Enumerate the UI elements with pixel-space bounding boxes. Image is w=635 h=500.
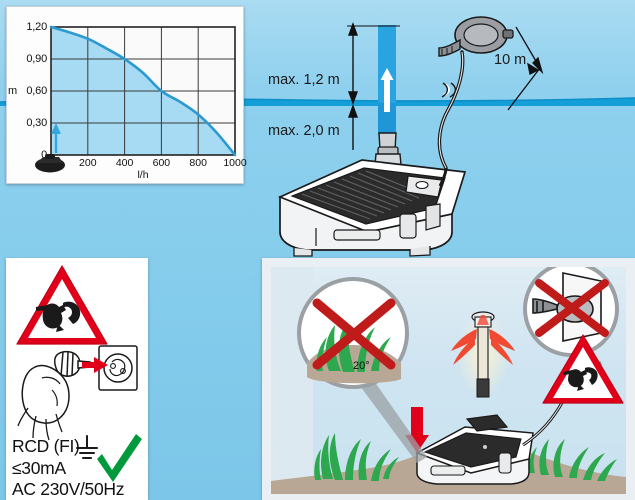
hand-plug-pictogram <box>563 367 598 391</box>
y-tick-0: 0 <box>41 149 47 161</box>
label-tilt-angle: 20° <box>353 360 370 372</box>
y-tick-1-20: 1,20 <box>26 21 47 33</box>
label-max-depth-below-water: max. 2,0 m <box>268 123 340 139</box>
safety-line-current: ≤30mA <box>12 458 66 478</box>
safety-line-voltage: AC 230V/50Hz <box>12 479 125 499</box>
safety-line-rcd: RCD (FI) <box>12 436 80 456</box>
dimension-above-water <box>347 21 400 106</box>
warning-triangle-icon <box>542 334 624 404</box>
pump-grille <box>301 170 427 220</box>
x-tick-600: 600 <box>152 157 171 169</box>
pond-plants-left <box>314 433 399 481</box>
pond-scene-graphics <box>271 267 626 494</box>
power-cable <box>437 50 465 170</box>
fountain-spray <box>451 315 515 365</box>
safety-panel-graphics <box>16 265 142 482</box>
pond-pump-device <box>415 414 534 485</box>
chart-origin-arrow <box>51 123 61 153</box>
no-plug-in-socket-icon <box>523 267 619 357</box>
label-cable-length: 10 m <box>494 52 527 68</box>
jet-direction-arrow <box>380 68 394 112</box>
x-tick-800: 800 <box>189 157 207 169</box>
chart-y-unit: m <box>8 85 18 97</box>
red-cross-mark <box>312 298 396 370</box>
y-tick-0-90: 0,90 <box>26 53 47 65</box>
label-max-height-above-water: max. 1,2 m <box>268 72 340 88</box>
magnifier-pointer <box>349 365 427 463</box>
hand-plug-pictogram <box>36 301 81 332</box>
x-tick-400: 400 <box>115 157 134 169</box>
chart-y-axis-labels: 1,20 0,90 0,60 0,30 0 <box>7 7 47 183</box>
earth-ground-icon <box>76 435 98 459</box>
red-cross-mark <box>535 279 609 337</box>
no-plants-icon <box>297 277 409 389</box>
pond-plants-right <box>528 439 617 481</box>
dimension-below-water <box>348 103 358 150</box>
x-tick-200: 200 <box>79 157 97 169</box>
main-pump-scene <box>277 16 544 257</box>
power-plug-icon <box>438 16 514 57</box>
cable-length-dimension <box>507 26 544 111</box>
pump-device <box>277 132 467 257</box>
chart-x-unit: l/h <box>137 169 149 181</box>
electrical-safety-panel: RCD (FI) ≤30mA AC 230V/50Hz <box>6 258 148 500</box>
hand-inserting-plug-icon <box>17 345 138 441</box>
performance-chart-panel: 1,20 0,90 0,60 0,30 0 m <box>6 6 247 184</box>
y-tick-0-60: 0,60 <box>26 85 47 97</box>
chart-pump-icon <box>35 154 65 173</box>
x-tick-1000: 1000 <box>223 157 247 169</box>
green-check-icon <box>97 434 142 482</box>
insert-direction-arrow <box>82 357 108 373</box>
y-tick-0-30: 0,30 <box>26 117 47 129</box>
pond-placement-panel: 20° <box>262 258 635 500</box>
warning-triangle-icon <box>16 265 108 345</box>
chart-plot-area <box>35 25 237 173</box>
